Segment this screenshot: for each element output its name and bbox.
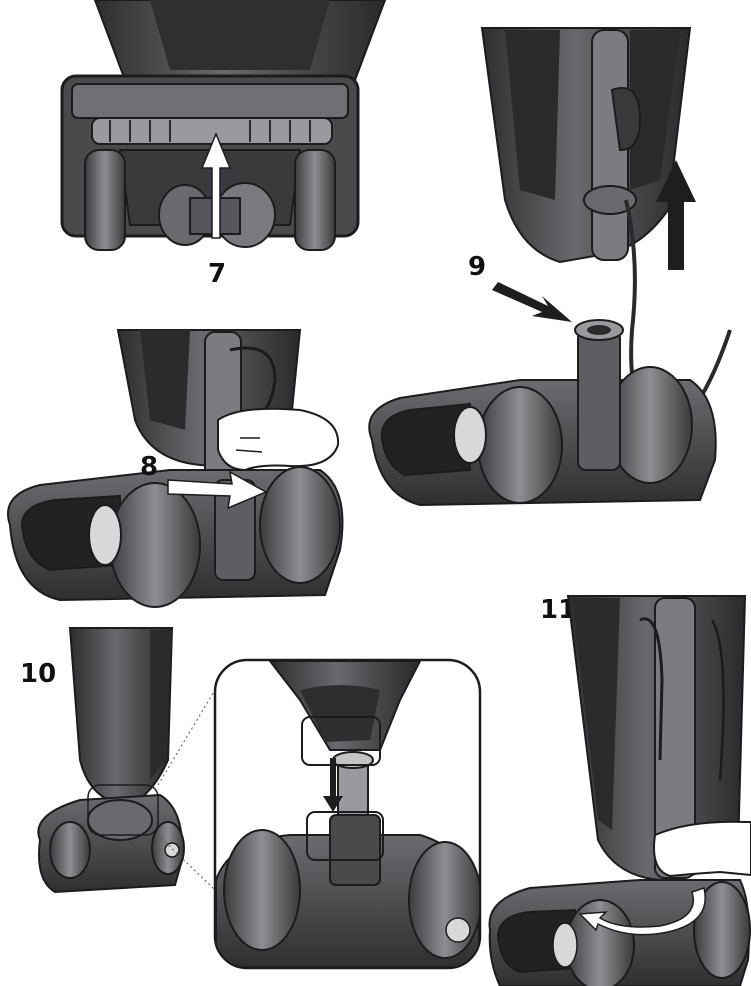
hand-icon — [217, 407, 340, 472]
arrow-down-right-icon — [492, 282, 572, 322]
step-7-illustration: 7 — [60, 0, 387, 289]
step-7-label: 7 — [208, 259, 226, 289]
step-9-illustration: 9 — [368, 27, 732, 507]
arrow-up-icon — [200, 132, 232, 239]
rotate-arrow-icon — [578, 887, 706, 936]
step-8-illustration: 8 — [7, 329, 344, 608]
step-11-illustration: 11 — [488, 595, 751, 986]
hand-icon — [653, 820, 751, 878]
step-10-illustration: 10 — [20, 627, 482, 970]
arrow-up-black-icon — [656, 160, 696, 270]
step-8-label: 8 — [140, 452, 158, 482]
step-9-label: 9 — [468, 252, 486, 282]
arrow-right-icon — [167, 470, 268, 510]
step-10-label: 10 — [20, 659, 56, 689]
arrow-down-icon — [323, 758, 343, 812]
